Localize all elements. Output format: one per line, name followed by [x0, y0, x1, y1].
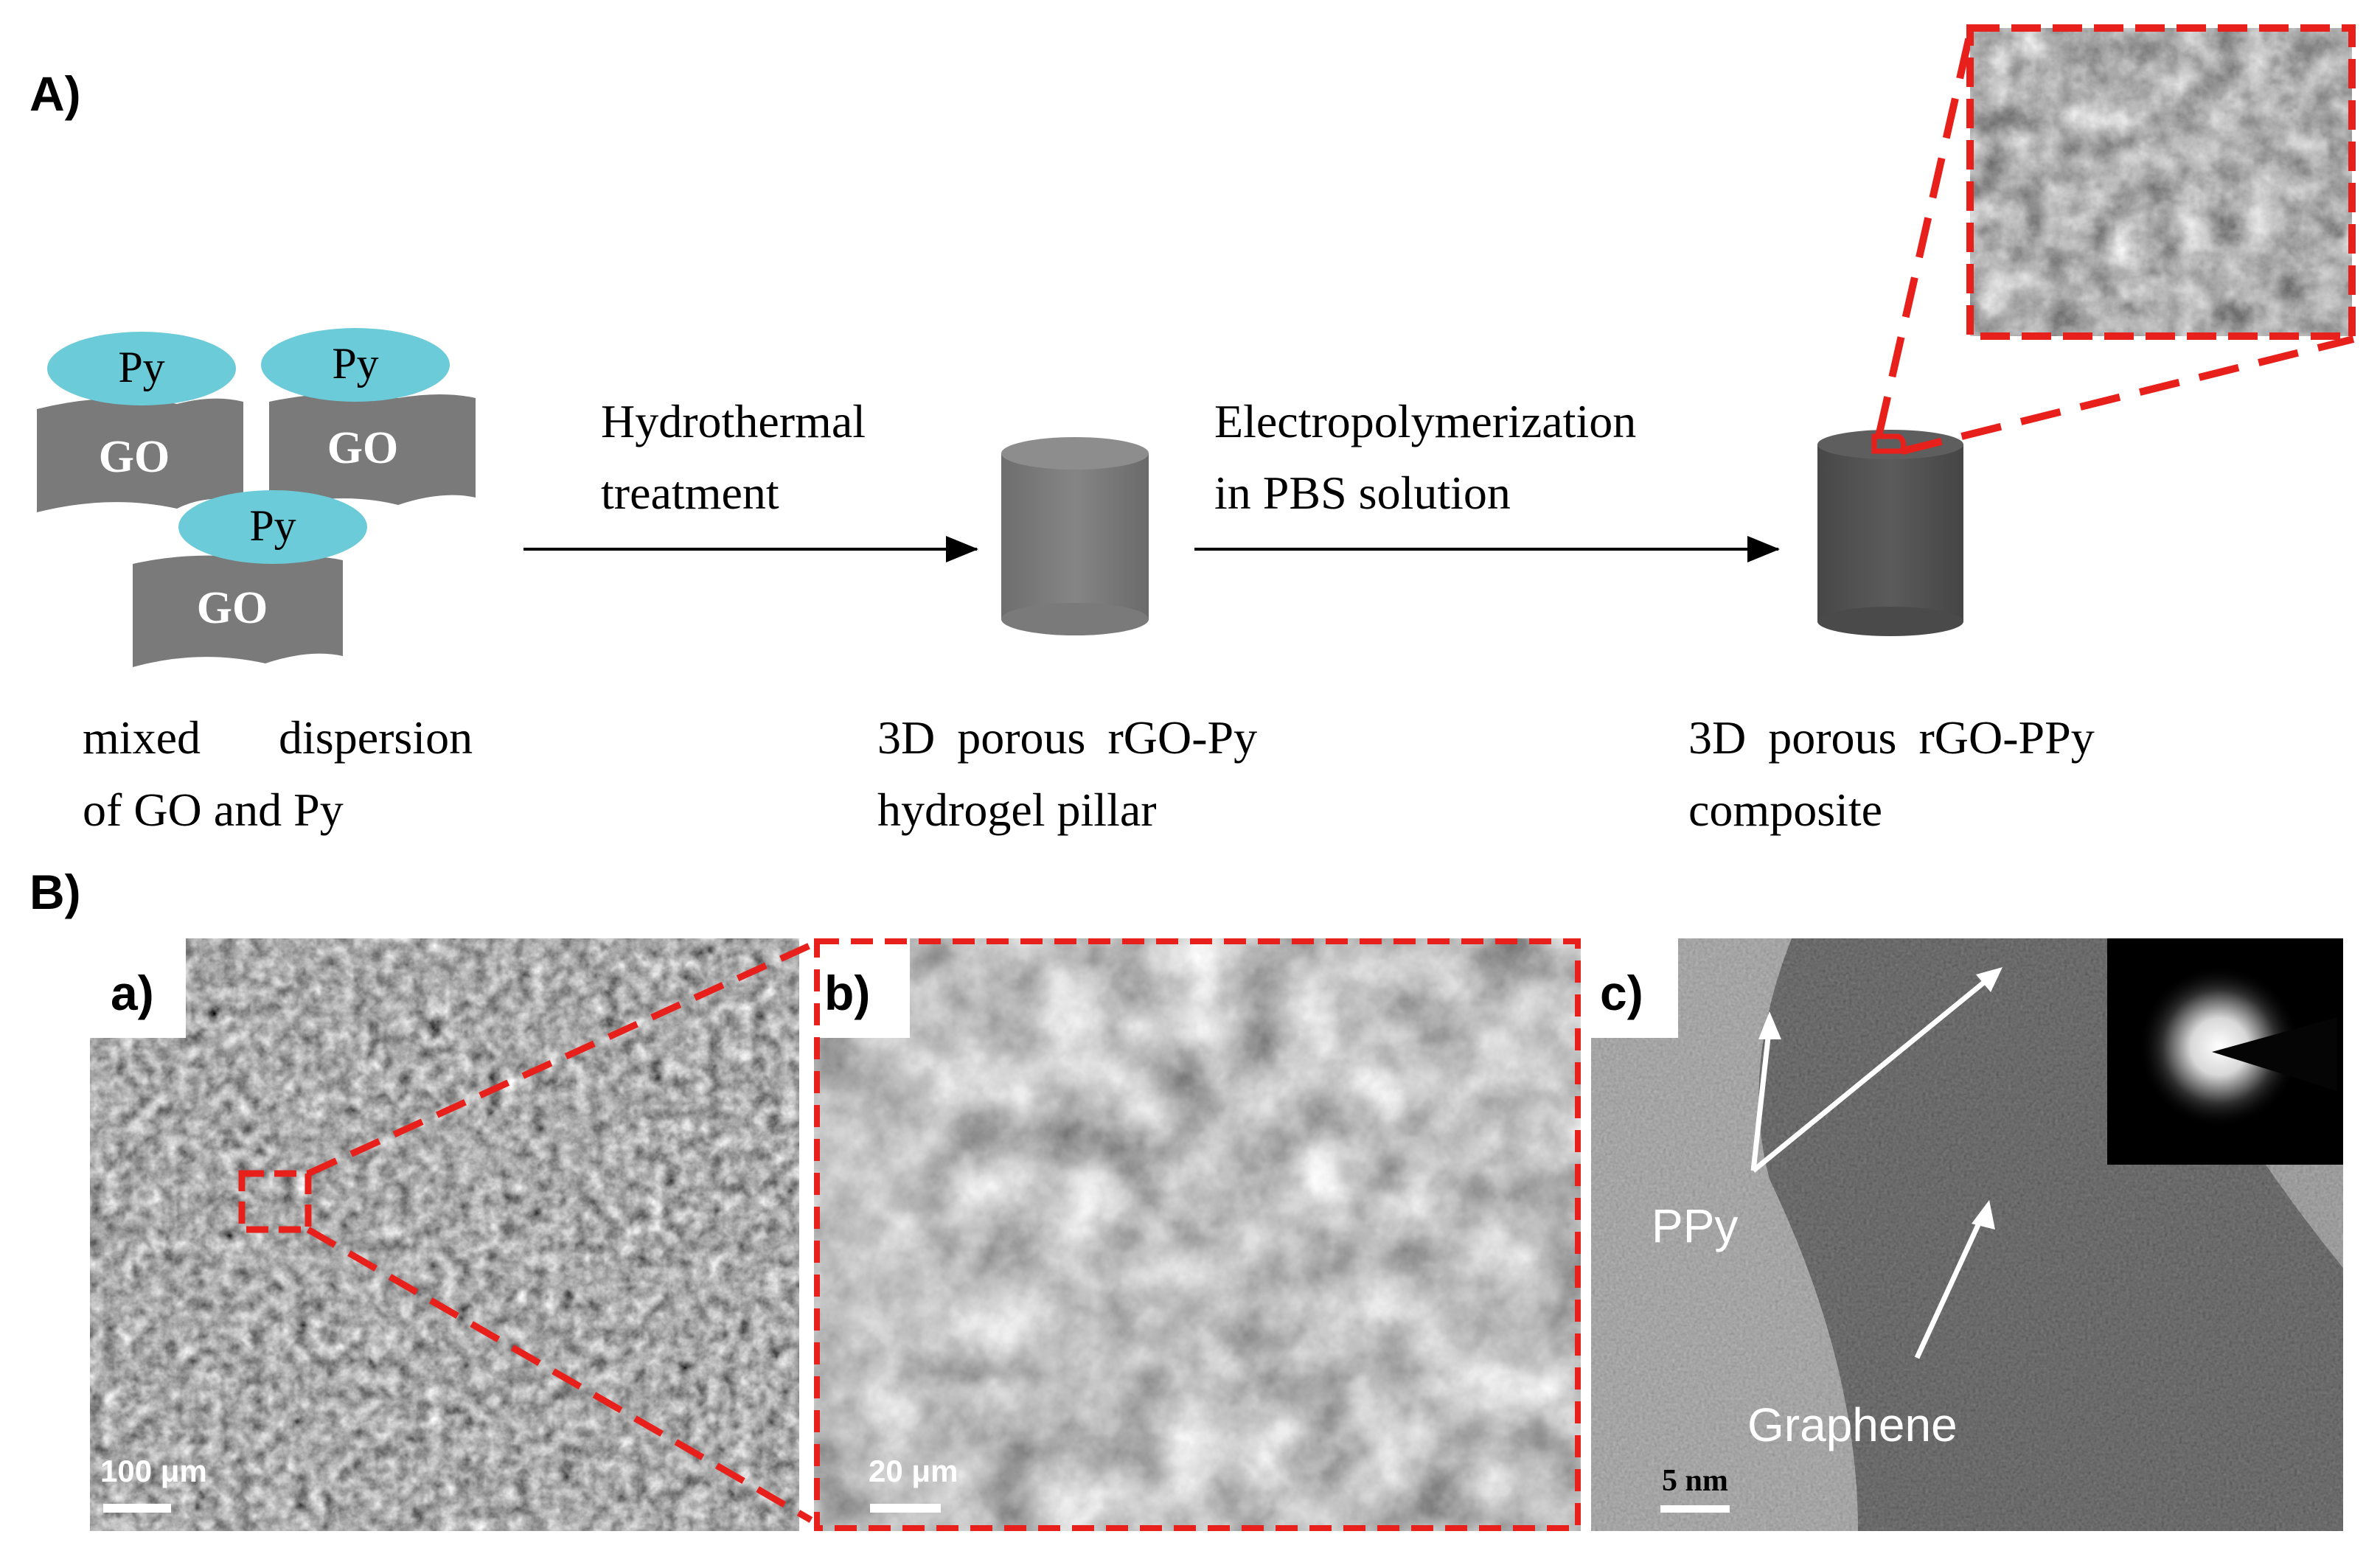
composite-cylinder: [1817, 430, 1963, 636]
go-sheet-2: Py GO: [261, 328, 476, 509]
highlight-box-a: [238, 1170, 312, 1233]
panel-tag-bg-c: [1591, 938, 1678, 1038]
caption-middle-line2: hydrogel pillar: [877, 784, 1157, 836]
sem-inset-frame: [1966, 24, 2356, 340]
go-py-mixture-illustration: Py GO Py GO Py GO: [37, 328, 476, 667]
go-label-3: GO: [197, 583, 268, 633]
caption-middle-line1: 3D porous rGO-Py: [877, 711, 1257, 764]
micrograph-b-frame: [814, 938, 1581, 1531]
zoom-indicator: [1871, 32, 2355, 455]
scale-bar-a: [103, 1504, 171, 1513]
label-ppy: PPy: [1652, 1199, 1738, 1252]
panel-label-a-upper: A): [29, 66, 81, 121]
go-label-2: GO: [327, 423, 398, 473]
step1-label-line2: treatment: [601, 467, 779, 519]
step1-label-line1: Hydrothermal: [601, 395, 866, 447]
caption-end-line2: composite: [1688, 784, 1882, 836]
go-sheet-1: Py GO: [37, 332, 243, 512]
py-label-3: Py: [249, 501, 296, 550]
saed-pattern-inset: [2107, 938, 2343, 1165]
panel-label-a: a): [111, 966, 154, 1020]
sem-inset-top: [1966, 24, 2356, 340]
ppy-arrowhead-1: [1758, 1011, 1781, 1039]
micrograph-a: [90, 938, 799, 1531]
scale-label-b: 20 μm: [869, 1454, 958, 1488]
panel-label-b: b): [824, 966, 870, 1020]
step2-label-line2: in PBS solution: [1214, 467, 1511, 519]
scale-bar-b: [870, 1504, 941, 1513]
panel-tag-bg-b: [814, 938, 910, 1038]
scale-label-a: 100 μm: [100, 1454, 207, 1488]
py-label-1: Py: [118, 343, 164, 391]
scale-label-c: 5 nm: [1662, 1464, 1728, 1498]
go-label-1: GO: [99, 432, 170, 482]
caption-start-line2: of GO and Py: [83, 784, 344, 836]
tem-annotations: [1750, 972, 1996, 1359]
panel-label-c: c): [1600, 966, 1643, 1020]
caption-start-line1-a: mixed: [83, 711, 201, 764]
panel-tag-bg-a: [90, 938, 186, 1038]
scale-bar-c: [1660, 1505, 1730, 1513]
micrograph-b: [814, 938, 1581, 1531]
zoom-lines-a-to-b: [306, 941, 813, 1523]
label-graphene: Graphene: [1747, 1398, 1958, 1451]
go-sheet-3: Py GO: [133, 490, 367, 667]
panel-label-b-upper: B): [29, 865, 81, 919]
caption-start-line1-b: dispersion: [279, 711, 473, 764]
caption-end-line1: 3D porous rGO-PPy: [1688, 711, 2095, 764]
step2-label-line1: Electropolymerization: [1214, 395, 1636, 447]
graphene-arrowhead: [1972, 1200, 1995, 1230]
hydrogel-pillar-cylinder: [1001, 437, 1149, 635]
ppy-arrowhead-2: [1976, 967, 2003, 992]
py-label-2: Py: [332, 339, 378, 388]
